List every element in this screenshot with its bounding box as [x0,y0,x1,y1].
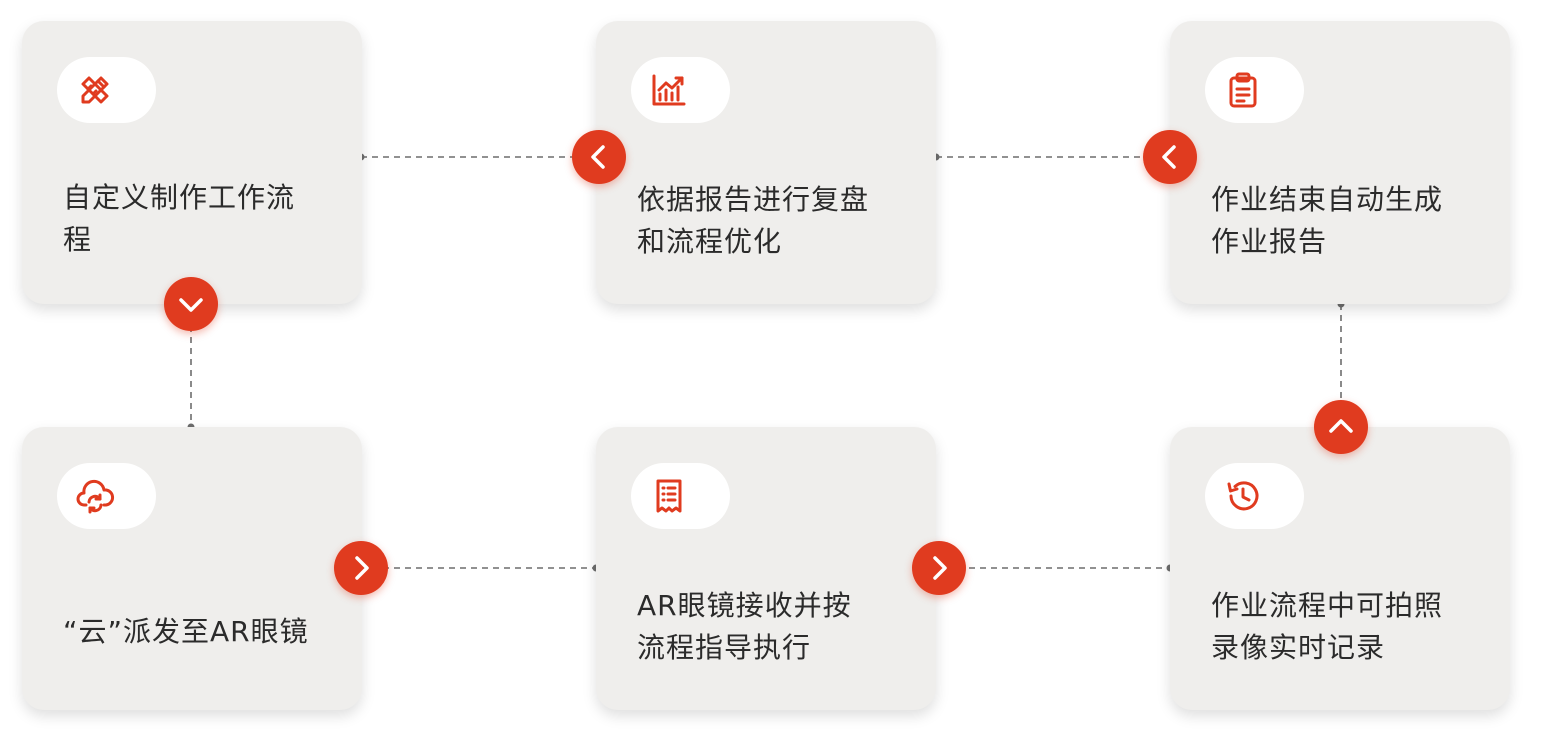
arrow-up-icon [1314,400,1368,454]
step-text: 作业结束自动生成 作业报告 [1211,183,1444,258]
arrow-right-icon [334,541,388,595]
icon-pill [57,463,156,529]
arrow-down-icon [164,277,218,331]
step-card-cloud-dispatch: “云”派发至AR眼镜 [22,427,362,710]
step-text: 依据报告进行复盘 和流程优化 [637,183,870,258]
step-card-review-optimize: 依据报告进行复盘 和流程优化 [596,21,936,304]
arrow-right-icon [912,541,966,595]
arrow-left-icon [1143,130,1197,184]
arrow-left-icon [572,130,626,184]
clipboard-icon [1223,70,1263,110]
pencil-ruler-icon [75,70,115,110]
step-card-auto-report: 作业结束自动生成 作业报告 [1170,21,1510,304]
icon-pill [1205,463,1304,529]
step-card-record-media: 作业流程中可拍照 录像实时记录 [1170,427,1510,710]
step-text: 自定义制作工作流 程 [63,181,296,256]
step-card-custom-workflow: 自定义制作工作流 程 [22,21,362,304]
step-text: 作业流程中可拍照 录像实时记录 [1211,589,1444,664]
bar-chart-trend-icon [649,70,689,110]
step-text: “云”派发至AR眼镜 [63,615,309,648]
icon-pill [1205,57,1304,123]
icon-pill [57,57,156,123]
step-text: AR眼镜接收并按 流程指导执行 [637,589,852,664]
receipt-list-icon [649,476,689,516]
icon-pill [631,463,730,529]
cloud-sync-icon [75,476,115,516]
history-clock-icon [1223,476,1263,516]
step-card-ar-execute: AR眼镜接收并按 流程指导执行 [596,427,936,710]
icon-pill [631,57,730,123]
